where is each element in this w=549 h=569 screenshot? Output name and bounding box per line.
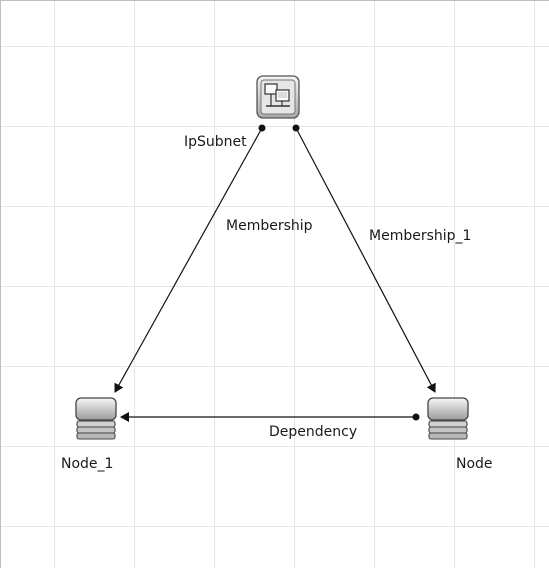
ip-subnet-icon [256,75,300,119]
server-node-icon [427,397,469,440]
edge-source-dot [292,124,300,132]
edge-dependency[interactable] [120,412,420,422]
node-ipsubnet[interactable] [256,75,300,119]
edge-membership[interactable] [114,124,266,393]
server-node-icon [75,397,117,440]
node-label-node: Node [456,456,493,472]
edge-label-membership: Membership [226,218,313,234]
edge-source-dot [258,124,266,132]
edge-label-dependency: Dependency [269,424,358,440]
node-node[interactable] [426,396,470,440]
node-node-1[interactable] [74,396,118,440]
edge-source-dot [412,413,420,421]
edge-membership-1[interactable] [292,124,436,393]
node-label-node-1: Node_1 [61,456,114,472]
edge-label-membership-1: Membership_1 [369,228,472,244]
node-label-ipsubnet: IpSubnet [184,134,247,150]
